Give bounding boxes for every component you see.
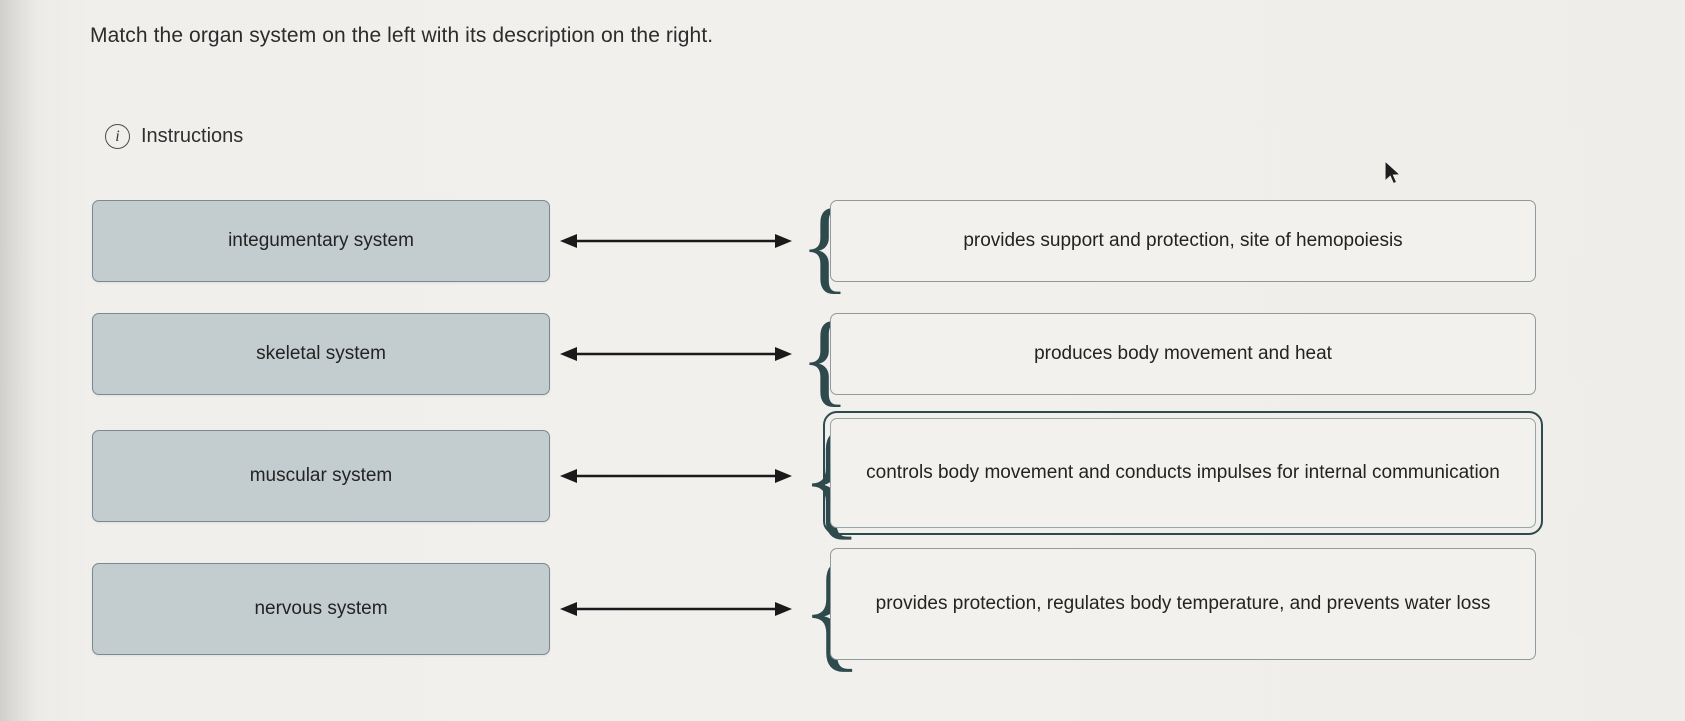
connector-double-arrow (560, 597, 792, 621)
page-title: Match the organ system on the left with … (90, 24, 714, 47)
description-box-1[interactable]: provides support and protection, site of… (830, 200, 1536, 282)
description-label: provides support and protection, site of… (963, 230, 1403, 252)
term-label: integumentary system (228, 230, 414, 251)
description-label: produces body movement and heat (1034, 343, 1332, 365)
connector-double-arrow (560, 342, 792, 366)
term-box-2[interactable]: skeletal system (92, 313, 550, 395)
instructions-button[interactable]: i Instructions (105, 124, 243, 149)
term-label: skeletal system (256, 343, 386, 364)
term-box-1[interactable]: integumentary system (92, 200, 550, 282)
instructions-label: Instructions (141, 125, 244, 147)
connector-double-arrow (560, 464, 792, 488)
description-box-4[interactable]: provides protection, regulates body temp… (830, 548, 1536, 660)
info-circle-icon: i (105, 124, 130, 149)
description-box-2[interactable]: produces body movement and heat (830, 313, 1536, 395)
term-box-4[interactable]: nervous system (92, 563, 550, 655)
term-label: nervous system (254, 598, 388, 619)
description-label: controls body movement and conducts impu… (866, 462, 1500, 484)
term-label: muscular system (249, 465, 393, 486)
description-label: provides protection, regulates body temp… (875, 593, 1491, 615)
term-box-3[interactable]: muscular system (92, 430, 550, 522)
connector-double-arrow (560, 229, 792, 253)
description-box-3[interactable]: controls body movement and conducts impu… (823, 411, 1543, 535)
